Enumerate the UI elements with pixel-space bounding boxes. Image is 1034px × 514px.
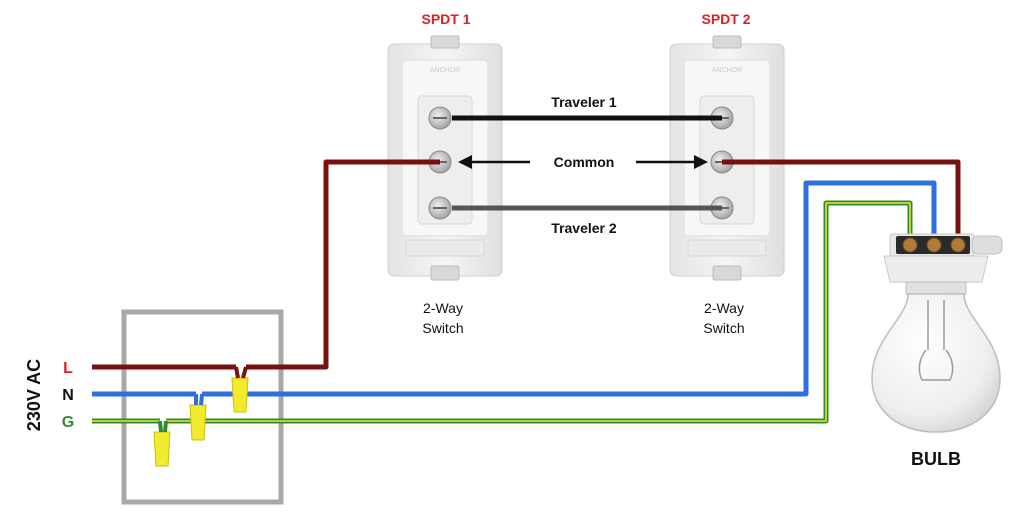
bulb-glass: [871, 293, 1001, 433]
switch-1-type-line1: 2-Way: [423, 300, 463, 316]
bulb-terminal-live: [950, 237, 966, 253]
switch-1-type-line2: Switch: [422, 320, 463, 336]
common-arrow-left: [458, 155, 530, 169]
switch-spdt-2: ANCHOR: [669, 35, 785, 281]
live-wire-connector: [231, 366, 249, 413]
common-arrow-right: [636, 155, 708, 169]
bulb-cap: [905, 281, 967, 295]
ground-wire-connector: [153, 420, 171, 467]
bulb-filament: [918, 300, 954, 381]
switched-live-to-bulb-wire: [722, 159, 961, 238]
neutral-wire-connector: [189, 393, 207, 441]
bulb-terminal-ground: [902, 237, 918, 253]
traveler-1-label: Traveler 1: [551, 94, 617, 110]
bulb: [871, 233, 1003, 433]
switch-2-brand: ANCHOR: [712, 67, 742, 74]
switch-1-brand: ANCHOR: [430, 67, 460, 74]
common-label: Common: [554, 154, 615, 170]
live-to-switch-1-wire: [246, 159, 440, 370]
traveler-2-label: Traveler 2: [551, 220, 617, 236]
switch-2-base: [687, 239, 767, 257]
spdt-2-title: SPDT 2: [701, 11, 750, 27]
neutral-to-bulb-wire: [202, 180, 937, 397]
switch-1-base: [405, 239, 485, 257]
bulb-label: BULB: [911, 449, 961, 469]
spdt-1-title: SPDT 1: [421, 11, 470, 27]
neutral-terminal-label: N: [62, 387, 74, 404]
bulb-holder-tab: [971, 235, 1003, 255]
bulb-holder-body: [883, 255, 989, 283]
switch-1-top-clip: [430, 35, 460, 49]
supply-voltage-label: 230V AC: [24, 359, 44, 431]
live-terminal-label: L: [63, 360, 73, 377]
switch-2-type-line1: 2-Way: [704, 300, 744, 316]
switch-2-type-line2: Switch: [703, 320, 744, 336]
switch-2-bottom-clip: [712, 265, 742, 281]
switch-1-screw-top: [428, 106, 452, 130]
switch-1-bottom-clip: [430, 265, 460, 281]
switch-1-screw-bottom: [428, 196, 452, 220]
bulb-terminal-neutral: [926, 237, 942, 253]
ground-to-bulb-wire: [166, 200, 913, 424]
ground-terminal-label: G: [62, 414, 74, 431]
switch-2-top-clip: [712, 35, 742, 49]
switch-spdt-1: ANCHOR: [387, 35, 503, 281]
